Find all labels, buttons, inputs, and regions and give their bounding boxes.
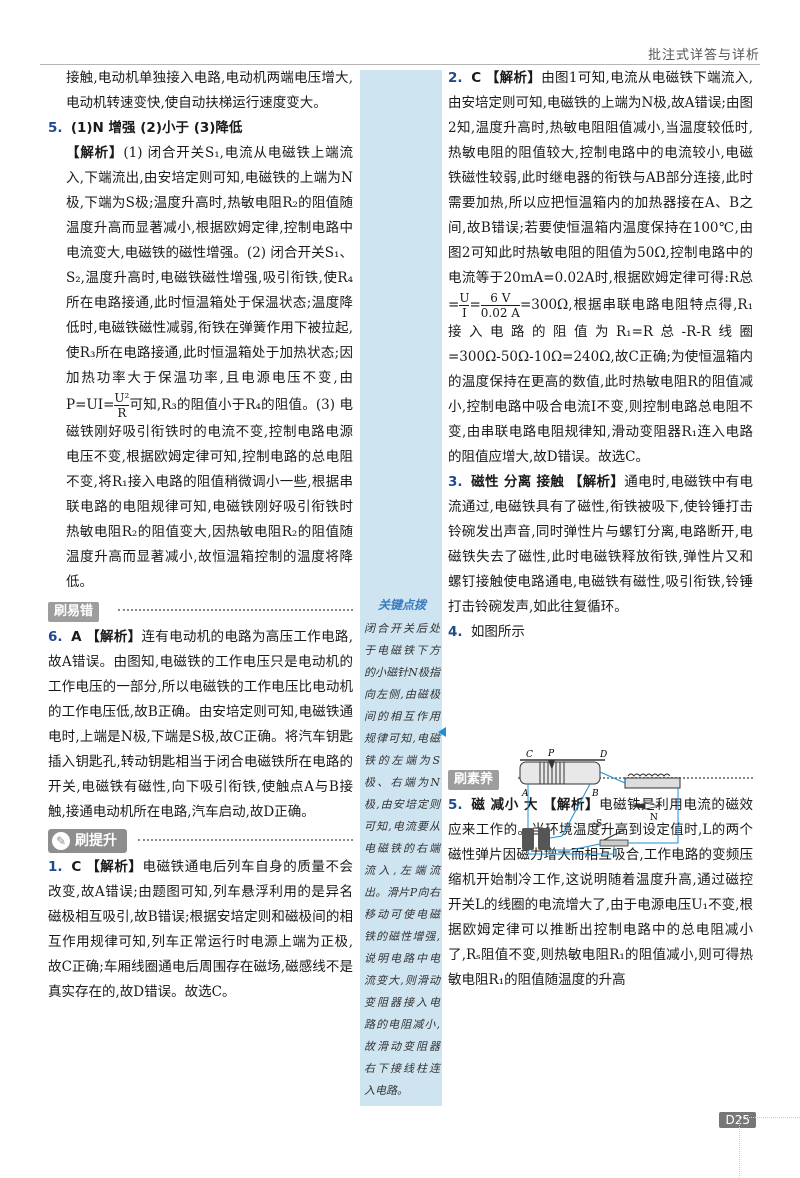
label-c: C <box>526 750 533 760</box>
slider-p <box>548 760 555 770</box>
battery-pack <box>522 828 550 850</box>
fraction-denominator: R <box>117 406 127 420</box>
paragraph-continued: 接触,电动机单独接入电路,电动机两端电压增大,电动机转速变快,使自动扶梯运行速度… <box>66 70 353 111</box>
switch-s <box>599 829 629 847</box>
circuit-diagram: C P D A B N S <box>519 749 681 855</box>
label-n: N <box>650 813 658 823</box>
q2-block: 2. C 【解析】由图1可知,电流从电磁铁下端流入,由安培定则可知,电磁铁的上端… <box>448 66 753 470</box>
note-arrow-icon <box>438 727 446 737</box>
analysis-text: 连有电动机的电路为高压工作电路,故A错误。由图知,电磁铁的工作电压只是电动机的工… <box>48 629 353 820</box>
analysis-label: 【解析】 <box>86 859 143 875</box>
section-tag: 刷易错 <box>48 602 100 622</box>
pencil-icon: ✎ <box>52 832 70 850</box>
note-strip <box>360 70 442 1106</box>
section-label: 刷提升 <box>75 833 117 849</box>
label-p: P <box>547 749 555 759</box>
section-dots <box>118 609 353 611</box>
fraction-numerator: U² <box>114 391 130 406</box>
left-column: 接触,电动机单独接入电路,电动机两端电压增大,电动机转速变快,使自动扶梯运行速度… <box>48 66 353 1005</box>
note-body: 闭合开关后处于电磁铁下方的小磁针N极指向左侧,由磁极间的相互作用规律可知,电磁铁… <box>364 622 440 1097</box>
q5-analysis: 【解析】(1) 闭合开关S₁,电流从电磁铁上端流入,下端流出,由安培定则可知,电… <box>48 141 353 595</box>
header-divider <box>40 64 760 65</box>
electromagnet <box>624 773 681 789</box>
q1-block: 1. C 【解析】电磁铁通电后列车自身的质量不会改变,故A错误;由题图可知,列车… <box>48 855 353 1005</box>
diagram-spacer <box>448 645 753 763</box>
formula-prefix: P=UI= <box>66 397 115 413</box>
running-header: 批注式详答与详析 <box>647 48 760 63</box>
fraction-denominator: 0.02 A <box>480 306 520 320</box>
fraction-numerator: 6 V <box>480 291 520 306</box>
answer-text: 磁性 分离 接触 <box>471 474 565 490</box>
analysis-label: 【解析】 <box>568 474 625 490</box>
page-corner <box>739 1117 800 1178</box>
analysis-text: (1) 闭合开关S₁,电流从电磁铁上端流入,下端流出,由安培定则可知,电磁铁的上… <box>66 145 354 386</box>
connecting-wires <box>527 771 679 855</box>
q5-answer-line: 5. (1)N 增强 (2)小于 (3)降低 <box>48 116 353 141</box>
label-d: D <box>599 750 607 760</box>
answer-text: 磁 减小 大 <box>471 797 539 813</box>
label-a: A <box>521 789 529 799</box>
label-s: S <box>596 819 602 829</box>
analysis-label: 【解析】 <box>485 70 542 86</box>
formula-equals: = <box>469 297 481 313</box>
analysis-text: 由图1可知,电流从电磁铁下端流入,由安培定则可知,电磁铁的上端为N极,故A错误;… <box>448 70 754 286</box>
answer-text: (1)N 增强 (2)小于 (3)降低 <box>70 120 243 136</box>
question-number: 1. <box>48 859 63 875</box>
q3-block: 3. 磁性 分离 接触 【解析】通电时,电磁铁中有电流通过,电磁铁具有了磁性,衔… <box>448 470 753 620</box>
fraction-numerator: U <box>459 291 470 306</box>
answer-text: A <box>71 629 82 645</box>
section-tag: 刷素养 <box>448 770 500 790</box>
analysis-text-continued: 可知,R₃的阻值小于R₄的阻值。(3) 电磁铁刚好吸引衔铁时的电流不变,控制电路… <box>66 397 353 590</box>
page-number: D25 <box>719 1112 756 1128</box>
section-dots <box>138 839 353 841</box>
compass-needle <box>630 802 661 810</box>
analysis-text: 通电时,电磁铁中有电流通过,电磁铁具有了磁性,衔铁被吸下,使铃锤打击铃碗发出声音… <box>448 474 753 615</box>
fraction-denominator: I <box>462 306 467 320</box>
question-number: 5. <box>448 797 463 813</box>
analysis-label: 【解析】 <box>542 797 600 813</box>
question-number: 4. <box>448 624 463 640</box>
question-number: 6. <box>48 629 63 645</box>
formula-prefix: R总= <box>448 270 754 313</box>
question-number: 2. <box>448 70 463 86</box>
analysis-label: 【解析】 <box>86 629 142 645</box>
label-b: B <box>591 789 599 799</box>
analysis-text-continued: =300Ω,根据串联电路电阻特点得,R₁接入电路的阻值为R₁=R总-R-R线圈=… <box>448 297 753 465</box>
answer-text: 如图所示 <box>470 624 525 640</box>
answer-text: C <box>471 70 482 86</box>
section-tisheng: ✎ 刷提升 <box>48 829 353 853</box>
analysis-text: 电磁铁通电后列车自身的质量不会改变,故A错误;由题图可知,列车悬浮利用的是异名磁… <box>48 859 354 1000</box>
section-yicuo: 刷易错 <box>48 599 353 622</box>
question-number: 5. <box>48 120 63 136</box>
q6-block: 6. A 【解析】连有电动机的电路为高压工作电路,故A错误。由图知,电磁铁的工作… <box>48 625 353 825</box>
answer-text: C <box>71 859 82 875</box>
note-title: 关键点拨 <box>377 598 426 612</box>
right-column: 2. C 【解析】由图1可知,电流从电磁铁下端流入,由安培定则可知,电磁铁的上端… <box>448 66 753 993</box>
q4-block: 4. 如图所示 <box>448 620 753 645</box>
analysis-label: 【解析】 <box>66 145 124 161</box>
question-number: 3. <box>448 474 463 490</box>
section-tag: ✎ 刷提升 <box>48 829 127 853</box>
